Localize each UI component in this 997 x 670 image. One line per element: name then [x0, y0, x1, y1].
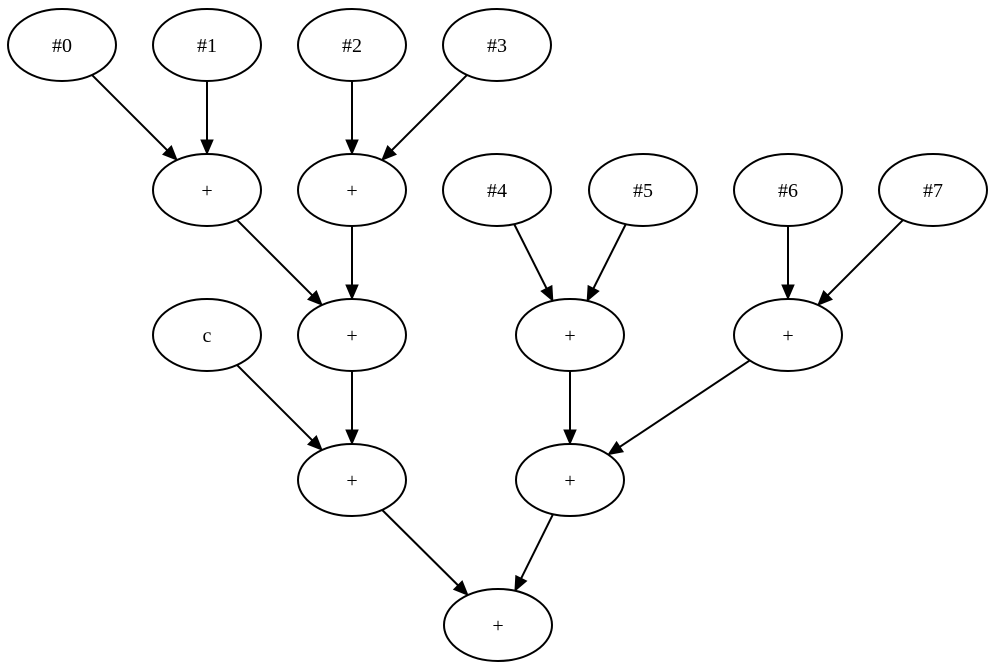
node-add_root: +	[443, 588, 553, 662]
node-label: +	[492, 615, 503, 637]
node-ellipse	[297, 298, 407, 372]
arrowhead-icon	[817, 290, 833, 306]
node-ellipse	[878, 153, 988, 227]
node-ellipse	[297, 8, 407, 82]
node-ellipse	[7, 8, 117, 82]
node-in3: #3	[442, 8, 552, 82]
node-label: #4	[487, 180, 507, 202]
node-add4567: +	[515, 443, 625, 517]
node-ellipse	[297, 443, 407, 517]
node-in6: #6	[733, 153, 843, 227]
edge-in3-to-add23	[381, 74, 468, 161]
arrowhead-icon	[514, 574, 528, 592]
node-add01: +	[152, 153, 262, 227]
edge-in2-to-add23	[345, 81, 359, 156]
node-in2: #2	[297, 8, 407, 82]
node-label: #0	[52, 35, 72, 57]
node-label: #6	[778, 180, 798, 202]
node-ellipse	[442, 8, 552, 82]
node-in0: #0	[7, 8, 117, 82]
edge-in5-to-add45	[586, 223, 627, 303]
node-add_c: +	[297, 443, 407, 517]
edge-add_c-to-add_root	[381, 509, 469, 597]
arrowhead-icon	[381, 145, 397, 161]
node-label: #3	[487, 35, 507, 57]
arrowhead-icon	[307, 435, 323, 451]
edge-in7-to-add67	[817, 219, 904, 306]
edge-add67-to-add4567	[607, 359, 751, 456]
arrowhead-icon	[307, 290, 323, 306]
edge-const_c-to-add_c	[236, 364, 323, 451]
node-label: #7	[923, 180, 943, 202]
edge-line	[513, 223, 548, 289]
arrowhead-icon	[452, 580, 469, 597]
node-label: +	[346, 470, 357, 492]
node-label: +	[564, 470, 575, 492]
edge-add23-to-add0123	[345, 226, 359, 301]
edge-add45-to-add4567	[563, 371, 577, 446]
edge-line	[391, 74, 468, 151]
node-label: #2	[342, 35, 362, 57]
edge-in6-to-add67	[781, 226, 795, 301]
edge-in0-to-add01	[91, 74, 178, 161]
arrowhead-icon	[586, 284, 600, 303]
nodes-layer: #0 #1 #2 #3 #4 #5 #6 #7 + + c + + + + + +	[7, 8, 988, 662]
node-ellipse	[515, 298, 625, 372]
node-ellipse	[733, 298, 843, 372]
arrowhead-icon	[200, 139, 214, 156]
edge-line	[91, 74, 168, 151]
node-in4: #4	[442, 153, 552, 227]
node-label: +	[201, 180, 212, 202]
edge-in4-to-add45	[513, 223, 554, 303]
node-add23: +	[297, 153, 407, 227]
edge-line	[236, 364, 313, 441]
arrowhead-icon	[781, 284, 795, 301]
node-label: #1	[197, 35, 217, 57]
node-label: #5	[633, 180, 653, 202]
edge-line	[520, 513, 554, 579]
node-label: +	[782, 325, 793, 347]
node-ellipse	[515, 443, 625, 517]
node-ellipse	[443, 588, 553, 662]
node-label: c	[203, 325, 212, 347]
node-in1: #1	[152, 8, 262, 82]
edge-line	[236, 219, 313, 296]
node-const_c: c	[152, 298, 262, 372]
node-ellipse	[297, 153, 407, 227]
node-label: +	[346, 180, 357, 202]
edge-add01-to-add0123	[236, 219, 323, 306]
edge-line	[592, 223, 627, 289]
edge-line	[619, 359, 751, 448]
arrowhead-icon	[162, 145, 178, 161]
node-add0123: +	[297, 298, 407, 372]
arrowhead-icon	[563, 429, 577, 446]
node-label: +	[346, 325, 357, 347]
arrowhead-icon	[345, 429, 359, 446]
arrowhead-icon	[345, 284, 359, 301]
edge-add4567-to-add_root	[514, 513, 554, 592]
edge-line	[381, 509, 459, 586]
node-in7: #7	[878, 153, 988, 227]
node-ellipse	[152, 298, 262, 372]
node-ellipse	[152, 8, 262, 82]
edges-layer	[91, 74, 904, 597]
edge-line	[827, 219, 904, 296]
edge-add0123-to-add_c	[345, 371, 359, 446]
node-label: +	[564, 325, 575, 347]
arrowhead-icon	[345, 139, 359, 156]
edge-in1-to-add01	[200, 81, 214, 156]
node-add67: +	[733, 298, 843, 372]
arrowhead-icon	[540, 284, 554, 303]
node-ellipse	[152, 153, 262, 227]
node-add45: +	[515, 298, 625, 372]
node-ellipse	[588, 153, 698, 227]
node-ellipse	[442, 153, 552, 227]
arrowhead-icon	[607, 440, 625, 456]
node-ellipse	[733, 153, 843, 227]
node-in5: #5	[588, 153, 698, 227]
